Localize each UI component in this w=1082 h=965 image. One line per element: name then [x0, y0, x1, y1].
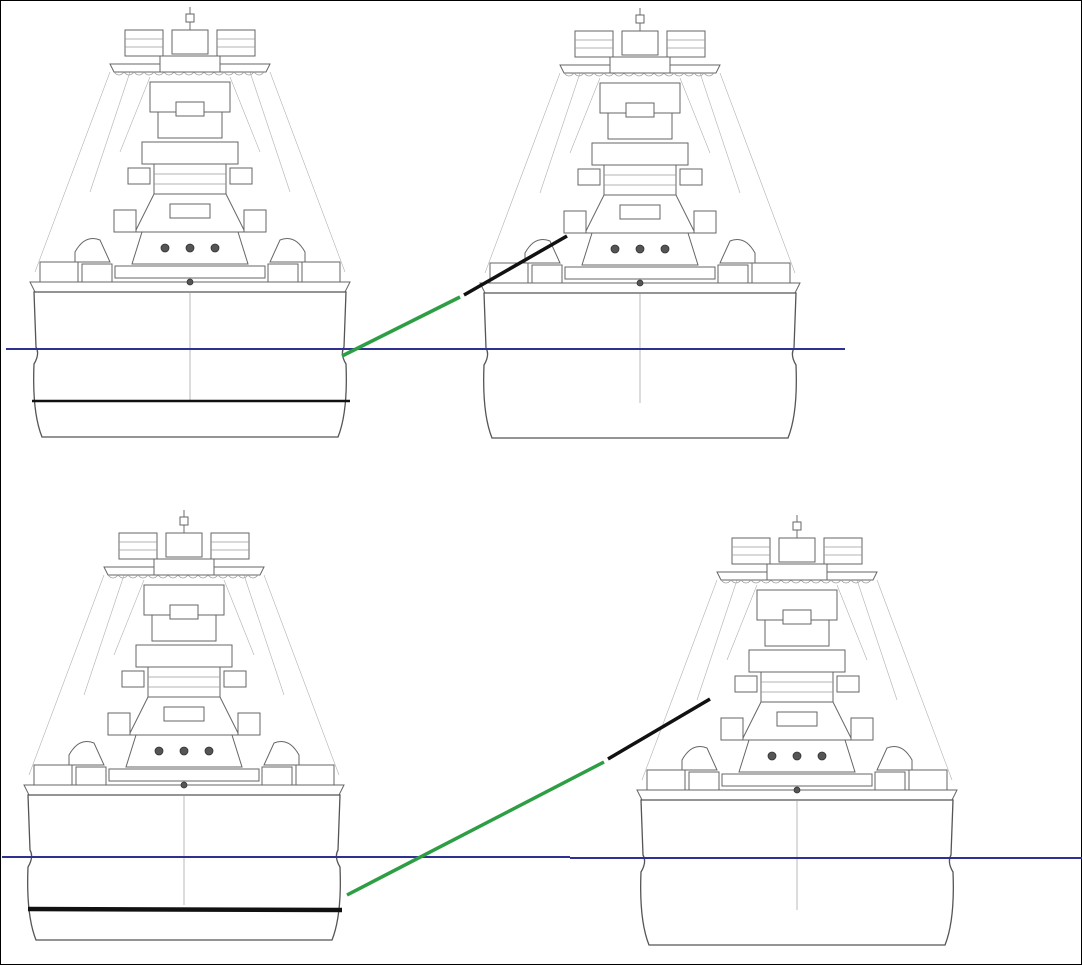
bottom-green-trajectory [346, 760, 605, 897]
battleship-front-view-icon [479, 7, 801, 439]
bottom-right-ship [636, 514, 958, 946]
battleship-front-view-icon [29, 6, 351, 438]
top-left-ship [29, 6, 351, 438]
top-black-trajectory [463, 234, 568, 297]
bottom-left-ship [23, 509, 345, 941]
battleship-front-view-icon [23, 509, 345, 941]
top-green-trajectory [341, 295, 461, 358]
bottom-keel-marker [27, 906, 343, 913]
bottom-black-trajectory [607, 697, 711, 761]
battleship-front-view-icon [636, 514, 958, 946]
top-right-ship [479, 7, 801, 439]
